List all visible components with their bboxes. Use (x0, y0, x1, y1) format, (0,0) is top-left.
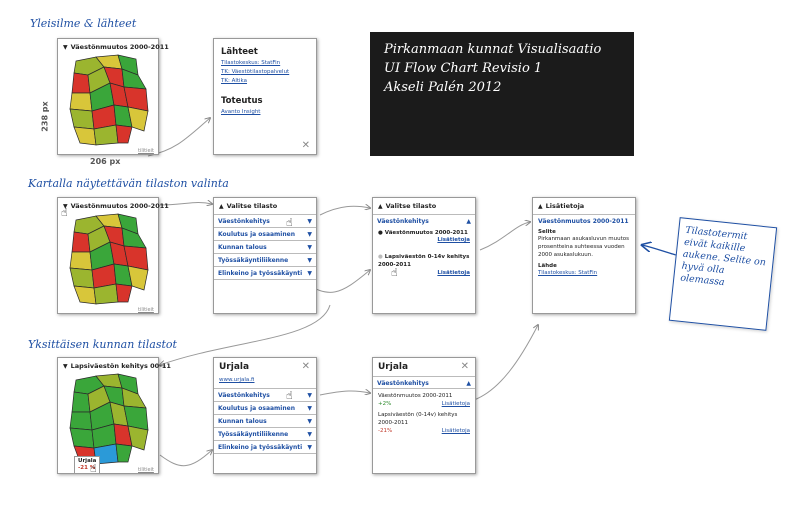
municipality-title: Urjala (378, 362, 409, 372)
stat-select-expanded-panel: ▲Valitse tilasto Väestönkehitys▲ ● Väest… (372, 197, 476, 314)
section-title-stat-selection: Kartalla näytettävän tilaston valinta (28, 177, 229, 190)
chevron-down-icon[interactable]: ▼ (307, 231, 312, 238)
chevron-down-icon[interactable]: ▼ (307, 444, 312, 451)
sources-title: Lähteet (221, 47, 258, 57)
pointer-cursor-icon: ☝ (391, 266, 398, 279)
close-icon[interactable]: ✕ (301, 140, 310, 151)
collapse-triangle-icon[interactable]: ▼ (63, 363, 68, 370)
municipality-title: Urjala (219, 362, 250, 372)
tooltip-value: -21 % (78, 465, 96, 471)
chevron-down-icon[interactable]: ▼ (307, 418, 312, 425)
close-icon[interactable]: ✕ (301, 361, 310, 372)
collapse-triangle-icon[interactable]: ▼ (63, 44, 68, 51)
more-info-link-2[interactable]: Lisätietoja (437, 270, 470, 276)
chevron-down-icon[interactable]: ▼ (307, 218, 312, 225)
info-header[interactable]: ▲Lisätietoja (533, 198, 635, 215)
stat-select-panel: ▲Valitse tilasto Väestönkehitys▼ Koulutu… (213, 197, 317, 314)
pointer-cursor-icon: ☝ (286, 216, 293, 229)
map-credit-link[interactable]: tilitieit (138, 307, 154, 313)
chevron-down-icon[interactable]: ▼ (307, 244, 312, 251)
map-header[interactable]: ▼Lapsiväestön kehitys 00-11 (63, 362, 171, 370)
stat1-label: Väestönmuutos 2000-2011 (378, 393, 453, 399)
collapse-triangle-icon[interactable]: ▲ (219, 203, 224, 210)
choropleth-map[interactable] (66, 212, 152, 308)
category-vaestonkehitys[interactable]: Väestönkehitys▲ (377, 218, 471, 225)
source-link-statfin[interactable]: Tilastokeskus: StatFin (221, 60, 281, 66)
category-vaestonkehitys[interactable]: Väestönkehitys▼ (214, 389, 316, 402)
more-info-link-2[interactable]: Lisätietoja (441, 428, 470, 434)
chevron-up-icon[interactable]: ▲ (466, 380, 471, 387)
chevron-down-icon[interactable]: ▼ (307, 431, 312, 438)
pointer-cursor-icon: ☝ (61, 206, 68, 219)
stat2-value: -21% (378, 428, 393, 434)
choropleth-map[interactable] (66, 53, 152, 149)
title-line-1: Pirkanmaan kunnat Visualisaatio (384, 42, 602, 57)
collapse-triangle-icon[interactable]: ▲ (378, 203, 383, 210)
map-width-label: 206 px (90, 157, 121, 166)
info-source-link[interactable]: Tilastokeskus: StatFin (538, 270, 598, 276)
map-credit-link[interactable]: tilitieit (138, 148, 154, 154)
info-source-title: Lähde (538, 263, 557, 269)
stat-option-2[interactable]: ● Lapsiväestön 0-14v kehitys 2000-2011 L… (378, 254, 470, 276)
pointer-cursor-icon: ☝ (90, 462, 97, 475)
map-panel-municipality[interactable]: ▼Lapsiväestön kehitys 00-11 Urjala -21 %… (57, 357, 171, 475)
implementation-title: Toteutus (221, 96, 263, 106)
category-vaestonkehitys[interactable]: Väestönkehitys▲ (373, 376, 475, 389)
title-line-3: Akseli Palén 2012 (384, 80, 502, 95)
section-title-overview: Yleisilme & lähteet (30, 17, 137, 30)
map-height-label: 238 px (40, 101, 50, 132)
category-elinkeino[interactable]: Elinkeino ja työssäkäynti▼ (214, 441, 316, 454)
implementation-link[interactable]: Avanto Insight (221, 109, 261, 115)
tooltip-municipality: Urjala (78, 458, 97, 464)
collapse-triangle-icon[interactable]: ▲ (538, 203, 543, 210)
chevron-down-icon[interactable]: ▼ (307, 257, 312, 264)
map-header[interactable]: ▼Väestönmuutos 2000-2011 (63, 202, 169, 210)
category-talous[interactable]: Kunnan talous▼ (214, 415, 316, 428)
info-description: Pirkanmaan asukasluvun muutos prosenttei… (538, 236, 630, 258)
section-title-municipality: Yksittäisen kunnan tilastot (28, 338, 177, 351)
category-tyossakayntiliikenne[interactable]: Työssäkäyntiliikenne▼ (214, 254, 316, 267)
category-vaestonkehitys[interactable]: Väestönkehitys▼ (214, 215, 316, 228)
category-talous[interactable]: Kunnan talous▼ (214, 241, 316, 254)
info-stat-name: Väestönmuutos 2000-2011 (538, 218, 629, 225)
stat2-label: Lapsiväestön (0-14v) kehitys 2000-2011 (378, 412, 458, 426)
category-tyossakayntiliikenne[interactable]: Työssäkäyntiliikenne▼ (214, 428, 316, 441)
pointer-cursor-icon: ☝ (286, 389, 293, 402)
stat-option-1[interactable]: ● Väestönmuutos 2000-2011 Lisätietoja (378, 230, 470, 243)
stat1-value: +2% (378, 401, 392, 407)
info-panel: ▲Lisätietoja Väestönmuutos 2000-2011 Sel… (532, 197, 636, 314)
category-koulutus[interactable]: Koulutus ja osaaminen▼ (214, 402, 316, 415)
municipality-website-link[interactable]: www.urjala.fi (214, 376, 316, 389)
more-info-link-1[interactable]: Lisätietoja (441, 401, 470, 407)
source-link-altika[interactable]: TK: Altika (221, 78, 248, 84)
sources-panel: Lähteet Tilastokeskus: StatFin TK: Väest… (213, 38, 317, 155)
chevron-down-icon[interactable]: ▼ (307, 405, 312, 412)
map-panel-overview[interactable]: ▼Väestönmuutos 2000-2011 tilitieit (57, 38, 169, 155)
more-info-link-1[interactable]: Lisätietoja (437, 237, 470, 243)
map-panel-selection[interactable]: ▼Väestönmuutos 2000-2011 ☝ tilitieit (57, 197, 169, 314)
radio-unselected-icon[interactable]: ● (378, 254, 383, 260)
map-credit-link[interactable]: tilitieit (138, 467, 154, 473)
title-blackboard: Pirkanmaan kunnat Visualisaatio UI Flow … (370, 32, 634, 156)
chevron-up-icon[interactable]: ▲ (466, 218, 471, 225)
close-icon[interactable]: ✕ (460, 361, 469, 372)
chevron-down-icon[interactable]: ▼ (307, 392, 312, 399)
select-header[interactable]: ▲Valitse tilasto (373, 198, 475, 215)
title-line-2: UI Flow Chart Revisio 1 (384, 61, 543, 76)
municipality-panel: Urjala ✕ www.urjala.fi Väestönkehitys▼ K… (213, 357, 317, 474)
category-elinkeino[interactable]: Elinkeino ja työssäkäynti▼ (214, 267, 316, 280)
choropleth-map[interactable] (66, 372, 152, 468)
annotation-note: Tilastotermit eivät kaikille aukene. Sel… (668, 217, 778, 331)
collapse-triangle-icon[interactable]: ▼ (63, 203, 68, 210)
radio-selected-icon[interactable]: ● (378, 230, 383, 236)
map-header[interactable]: ▼Väestönmuutos 2000-2011 (63, 43, 169, 51)
chevron-down-icon[interactable]: ▼ (307, 270, 312, 277)
municipality-stats-panel: Urjala ✕ Väestönkehitys▲ Väestönmuutos 2… (372, 357, 476, 474)
select-header[interactable]: ▲Valitse tilasto (214, 198, 316, 215)
info-explanation-title: Selite (538, 229, 556, 235)
category-koulutus[interactable]: Koulutus ja osaaminen▼ (214, 228, 316, 241)
source-link-vaesto[interactable]: TK: Väestötilastopalvelut (221, 69, 290, 75)
map-tooltip: Urjala -21 % (74, 456, 101, 474)
